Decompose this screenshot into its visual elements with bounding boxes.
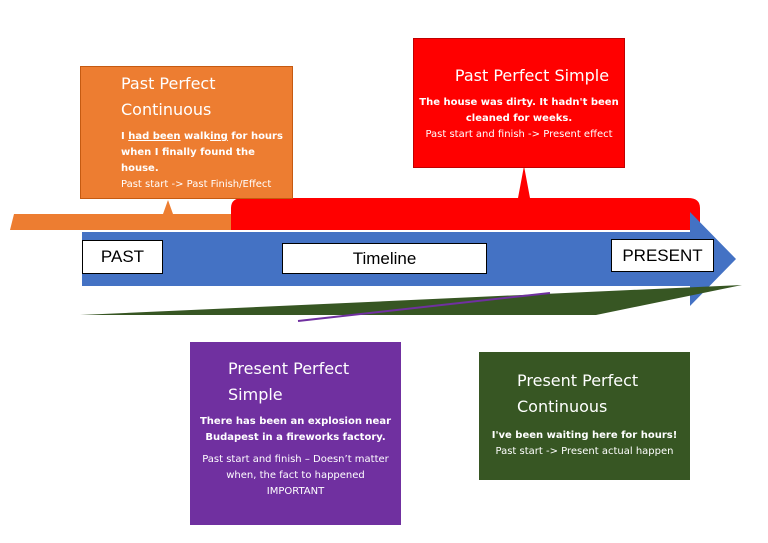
present-perfect-continuous-span: [80, 285, 742, 315]
past-perfect-continuous-span: [10, 200, 231, 230]
timeline-label: Timeline: [282, 243, 487, 274]
present-perfect-simple-example: There has been an explosion near Budapes…: [199, 416, 391, 443]
past-perfect-continuous-box: Past Perfect Continuous I had been walki…: [80, 66, 293, 199]
present-perfect-simple-box: Present Perfect Simple There has been an…: [190, 342, 401, 525]
past-perfect-continuous-example: I had been walking for hours when I fina…: [121, 131, 283, 174]
present-perfect-continuous-title: Present Perfect Continuous: [517, 371, 639, 416]
past-perfect-simple-span: [231, 166, 700, 230]
past-perfect-simple-title: Past Perfect Simple: [454, 66, 610, 85]
past-perfect-simple-box: Past Perfect Simple The house was dirty.…: [413, 38, 625, 168]
present-perfect-simple-title: Present Perfect Simple: [228, 359, 350, 404]
present-perfect-continuous-example: I've been waiting here for hours!: [491, 430, 678, 441]
past-perfect-continuous-title: Past Perfect Continuous: [121, 74, 216, 119]
present-perfect-continuous-note: Past start -> Present actual happen: [495, 446, 674, 457]
present-perfect-simple-line: [297, 292, 551, 322]
present-perfect-simple-note: Past start and finish – Doesn’t matter w…: [202, 454, 389, 497]
past-perfect-simple-note: Past start and finish -> Present effect: [425, 129, 613, 140]
past-perfect-simple-example: The house was dirty. It hadn't been clea…: [419, 97, 619, 124]
past-label: PAST: [82, 240, 163, 274]
present-label: PRESENT: [611, 239, 714, 272]
present-perfect-continuous-box: Present Perfect Continuous I've been wai…: [479, 352, 690, 480]
past-perfect-continuous-note: Past start -> Past Finish/Effect: [121, 179, 272, 190]
